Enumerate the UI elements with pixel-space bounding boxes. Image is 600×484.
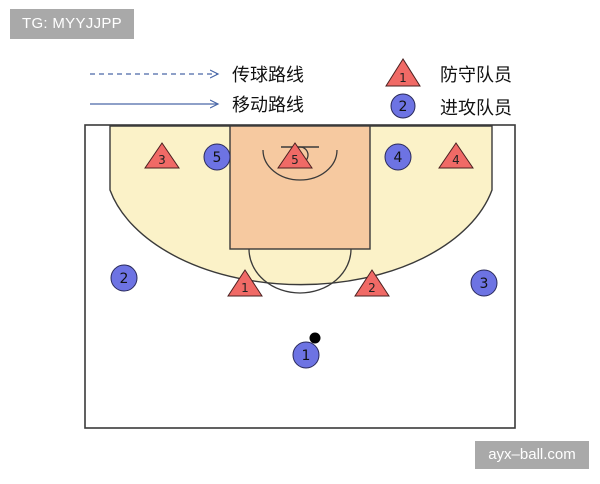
attacker-4: 4 <box>384 143 412 171</box>
attacker-2: 2 <box>110 264 138 292</box>
attacker-5: 5 <box>203 143 231 171</box>
attacker-4-number: 4 <box>394 150 403 166</box>
attacker-legend-number: 2 <box>399 99 408 115</box>
restricted-arc <box>262 149 338 181</box>
attacker-legend-icon <box>390 93 416 119</box>
free-throw-arc <box>248 248 352 294</box>
defender-5: 5 <box>277 142 313 169</box>
attacker-3: 3 <box>470 269 498 297</box>
attacker-5-number: 5 <box>213 150 222 166</box>
attacker-2-number: 2 <box>120 271 129 287</box>
paint-key <box>229 125 371 250</box>
defender-4-number: 4 <box>452 153 460 167</box>
defender-legend-label: 防守队员 <box>440 65 512 86</box>
defender-2-number: 2 <box>368 281 376 295</box>
attacker-3-number: 3 <box>480 276 489 292</box>
ball-icon <box>309 332 321 344</box>
defender-1-number: 1 <box>241 281 249 295</box>
watermark-top: TG: MYYJJPP <box>10 9 134 39</box>
defender-3-number: 3 <box>158 153 166 167</box>
move-route-label: 移动路线 <box>232 95 304 116</box>
defender-5-number: 5 <box>291 153 299 167</box>
defender-2: 2 <box>354 269 390 297</box>
defender-1: 1 <box>227 269 263 297</box>
attacker-1-number: 1 <box>302 348 311 364</box>
defender-legend-icon <box>385 58 421 87</box>
attacker-legend-label: 进攻队员 <box>440 98 512 119</box>
watermark-bottom: ayx–ball.com <box>475 441 589 469</box>
defender-3: 3 <box>144 142 180 169</box>
defender-4: 4 <box>438 142 474 169</box>
defender-legend-number: 1 <box>399 71 407 85</box>
attacker-1: 1 <box>292 341 320 369</box>
pass-route-label: 传球路线 <box>232 65 304 86</box>
